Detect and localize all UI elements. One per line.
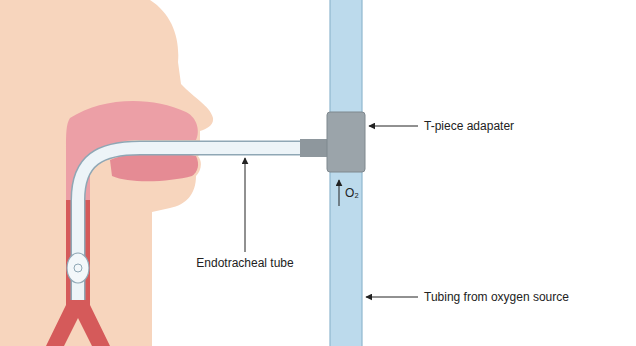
leader-line [366, 297, 418, 298]
oxygen-tubing [330, 0, 362, 346]
endotracheal-tube-outline [78, 148, 302, 300]
flow-arrow [339, 180, 340, 206]
leader-line [245, 158, 246, 252]
part-label: Tubing from oxygen source [424, 290, 569, 304]
endotracheal-tube [78, 148, 302, 300]
tube-cuff [67, 253, 89, 283]
cuff-line [74, 264, 82, 272]
gas-label: O₂ [345, 186, 359, 200]
part-label: T-piece adapater [424, 119, 514, 133]
leader-line [369, 126, 418, 127]
tongue [110, 153, 198, 182]
part-label: Endotracheal tube [196, 256, 293, 270]
t-piece-adapter [327, 112, 365, 172]
head-silhouette [0, 0, 213, 346]
